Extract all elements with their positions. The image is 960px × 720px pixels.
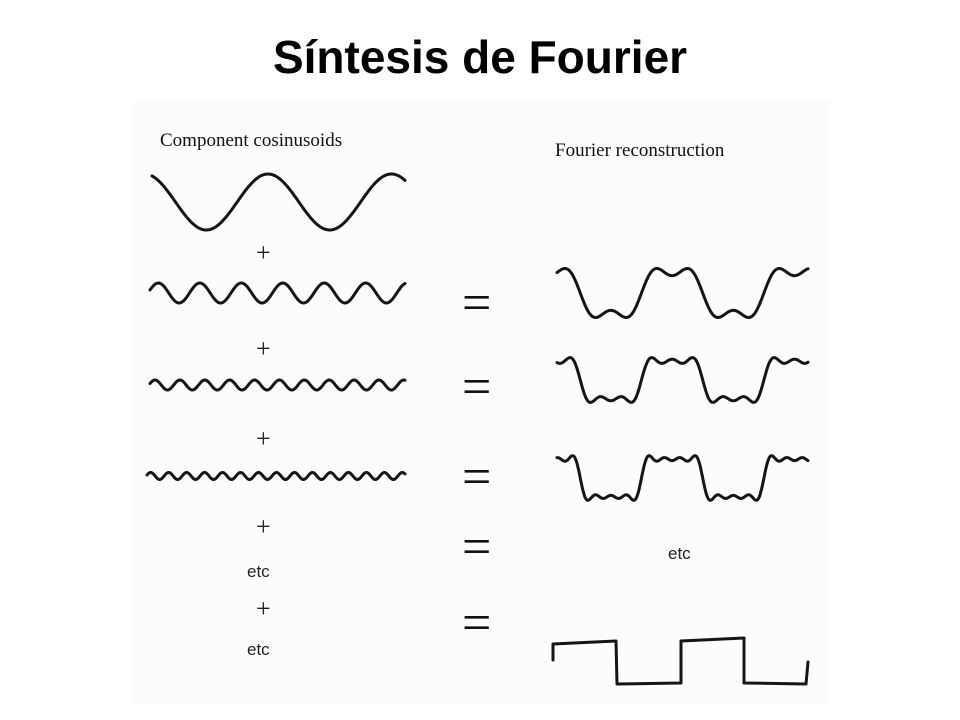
etc-label-2: etc bbox=[247, 640, 270, 659]
etc-label-1: etc bbox=[247, 562, 270, 581]
page-title: Síntesis de Fourier bbox=[272, 31, 688, 83]
plus-sign-2: + bbox=[256, 334, 271, 363]
plus-sign-4: + bbox=[256, 512, 271, 541]
plus-sign-1: + bbox=[256, 238, 271, 267]
equals-sign-1: = bbox=[462, 275, 492, 332]
equals-sign-3: = bbox=[462, 449, 492, 506]
equals-sign-4: = bbox=[462, 519, 492, 576]
etc-label-3: etc bbox=[668, 544, 691, 563]
equals-sign-5: = bbox=[462, 595, 492, 652]
plus-sign-5: + bbox=[256, 594, 271, 623]
equals-sign-2: = bbox=[462, 359, 492, 416]
component-cosinusoids-heading: Component cosinusoids bbox=[160, 130, 343, 151]
fourier-reconstruction-heading: Fourier reconstruction bbox=[555, 140, 725, 161]
plus-sign-3: + bbox=[256, 424, 271, 453]
